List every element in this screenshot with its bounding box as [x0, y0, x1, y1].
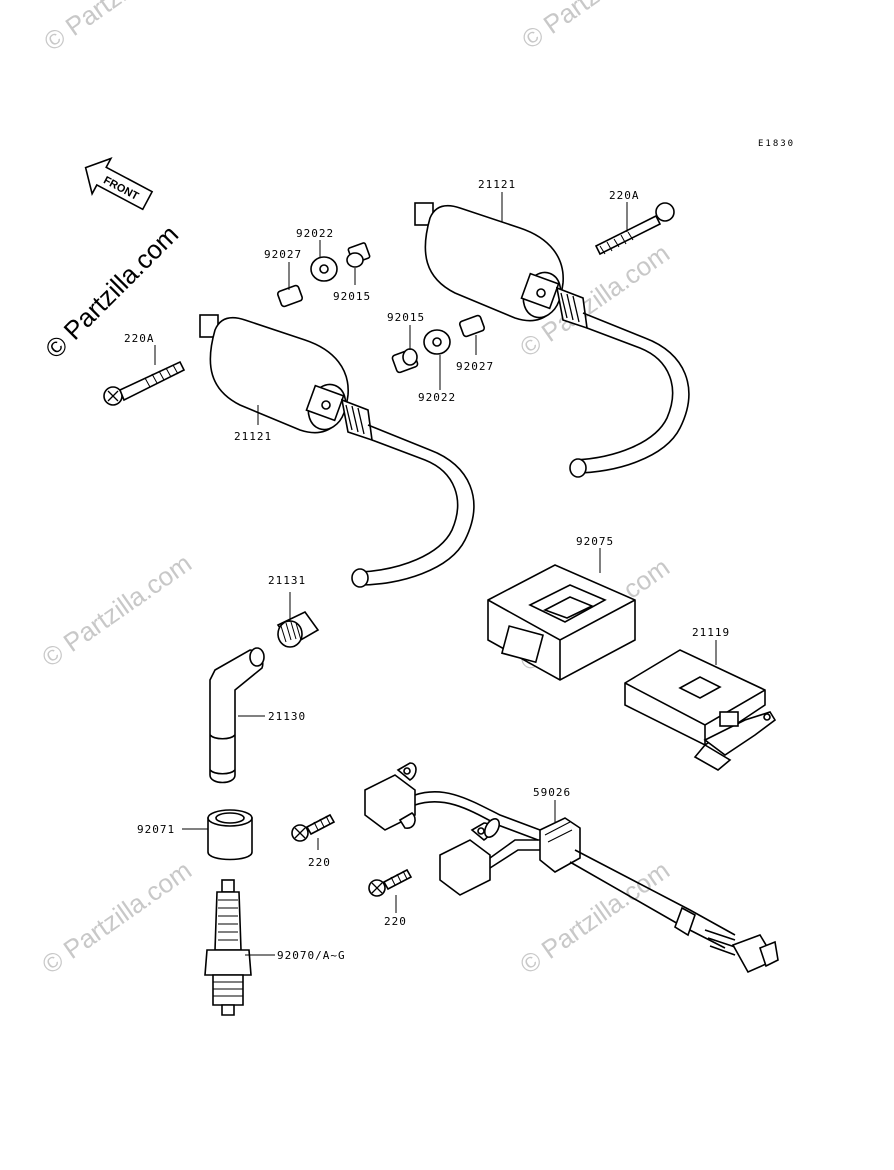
washer-right — [423, 329, 451, 355]
leader-lines — [154, 192, 717, 956]
bolt-right — [594, 202, 675, 256]
label-bush-left: 92015 — [333, 290, 371, 303]
igniter-unit — [624, 649, 777, 771]
label-washer-right: 92022 — [418, 391, 456, 404]
front-label: FRONT — [101, 174, 140, 203]
watermark-text: © Partzilla.com — [36, 855, 197, 980]
ignition-coil-right — [414, 202, 690, 478]
label-screw-upper: 220 — [308, 856, 331, 869]
label-washer-left: 92022 — [296, 227, 334, 240]
washer-left — [310, 256, 338, 282]
label-collar-right: 92027 — [456, 360, 494, 373]
label-coil-right: 21121 — [478, 178, 516, 191]
watermark-text: © Partzilla.com — [38, 0, 199, 57]
screw-lower — [368, 868, 413, 897]
label-cover: 92075 — [576, 535, 614, 548]
label-coil-left: 21121 — [234, 430, 272, 443]
label-plug-cap: 21130 — [268, 710, 306, 723]
bush-left — [346, 242, 371, 268]
label-bush-right: 92015 — [387, 311, 425, 324]
igniter-cover — [487, 564, 636, 681]
part-labels: 92022 92027 92015 220A 21121 21121 220A … — [124, 178, 730, 962]
label-bolt-left: 220A — [124, 332, 155, 345]
label-bolt-right: 220A — [609, 189, 640, 202]
watermarks: © Partzilla.com © Partzilla.com © Partzi… — [36, 0, 677, 980]
bolt-left — [103, 360, 186, 406]
ignition-coil-left — [199, 314, 475, 588]
watermark-text: © Partzilla.com — [514, 855, 675, 980]
screw-upper — [291, 813, 336, 842]
watermark-text: © Partzilla.com — [36, 548, 197, 673]
diagram-code: E1830 — [758, 139, 795, 149]
spark-plug — [204, 879, 252, 1016]
label-harness: 59026 — [533, 786, 571, 799]
label-plug-cap-nut: 21131 — [268, 574, 306, 587]
plug-seal — [207, 809, 253, 861]
label-collar-left: 92027 — [264, 248, 302, 261]
label-igniter: 21119 — [692, 626, 730, 639]
label-screw-lower: 220 — [384, 915, 407, 928]
plug-cap-nut — [276, 610, 320, 648]
watermark-text: © Partzilla.com — [516, 0, 677, 55]
plug-cap — [209, 647, 265, 784]
wiring-harness — [364, 762, 779, 974]
front-arrow-icon: FRONT — [84, 156, 154, 211]
bush-right — [391, 348, 419, 374]
watermark-text-dark: © Partzilla.com — [39, 219, 184, 364]
collar-left — [276, 284, 304, 308]
collar-right — [458, 314, 486, 338]
label-spark-plug: 92070/A~G — [277, 949, 346, 962]
label-seal: 92071 — [137, 823, 175, 836]
